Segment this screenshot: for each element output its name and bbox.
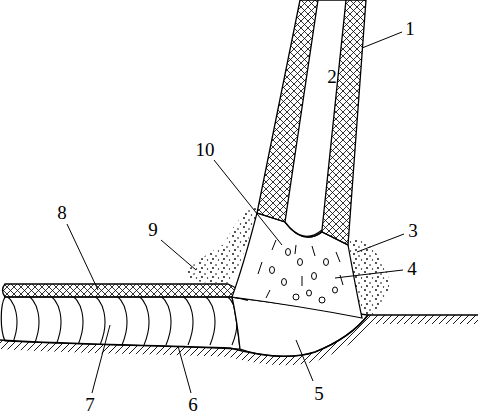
callout-number: 10 [196,140,215,159]
callout-number: 4 [407,259,417,278]
callout-number: 8 [57,203,67,222]
callout-number: 5 [314,384,324,403]
electrode-coating [257,0,366,245]
callout-number: 7 [85,395,95,414]
callout-number: 6 [188,395,198,414]
callout-number: 3 [408,221,418,240]
callout-number: 1 [405,19,415,38]
droplets [258,240,343,303]
weld-metal [1,297,240,349]
leader-lines [67,32,404,393]
callout-number: 9 [148,220,158,239]
electrode-core [285,0,346,236]
slag-layer [3,284,248,300]
base-metal-line [0,315,478,356]
callout-number: 2 [327,67,337,86]
